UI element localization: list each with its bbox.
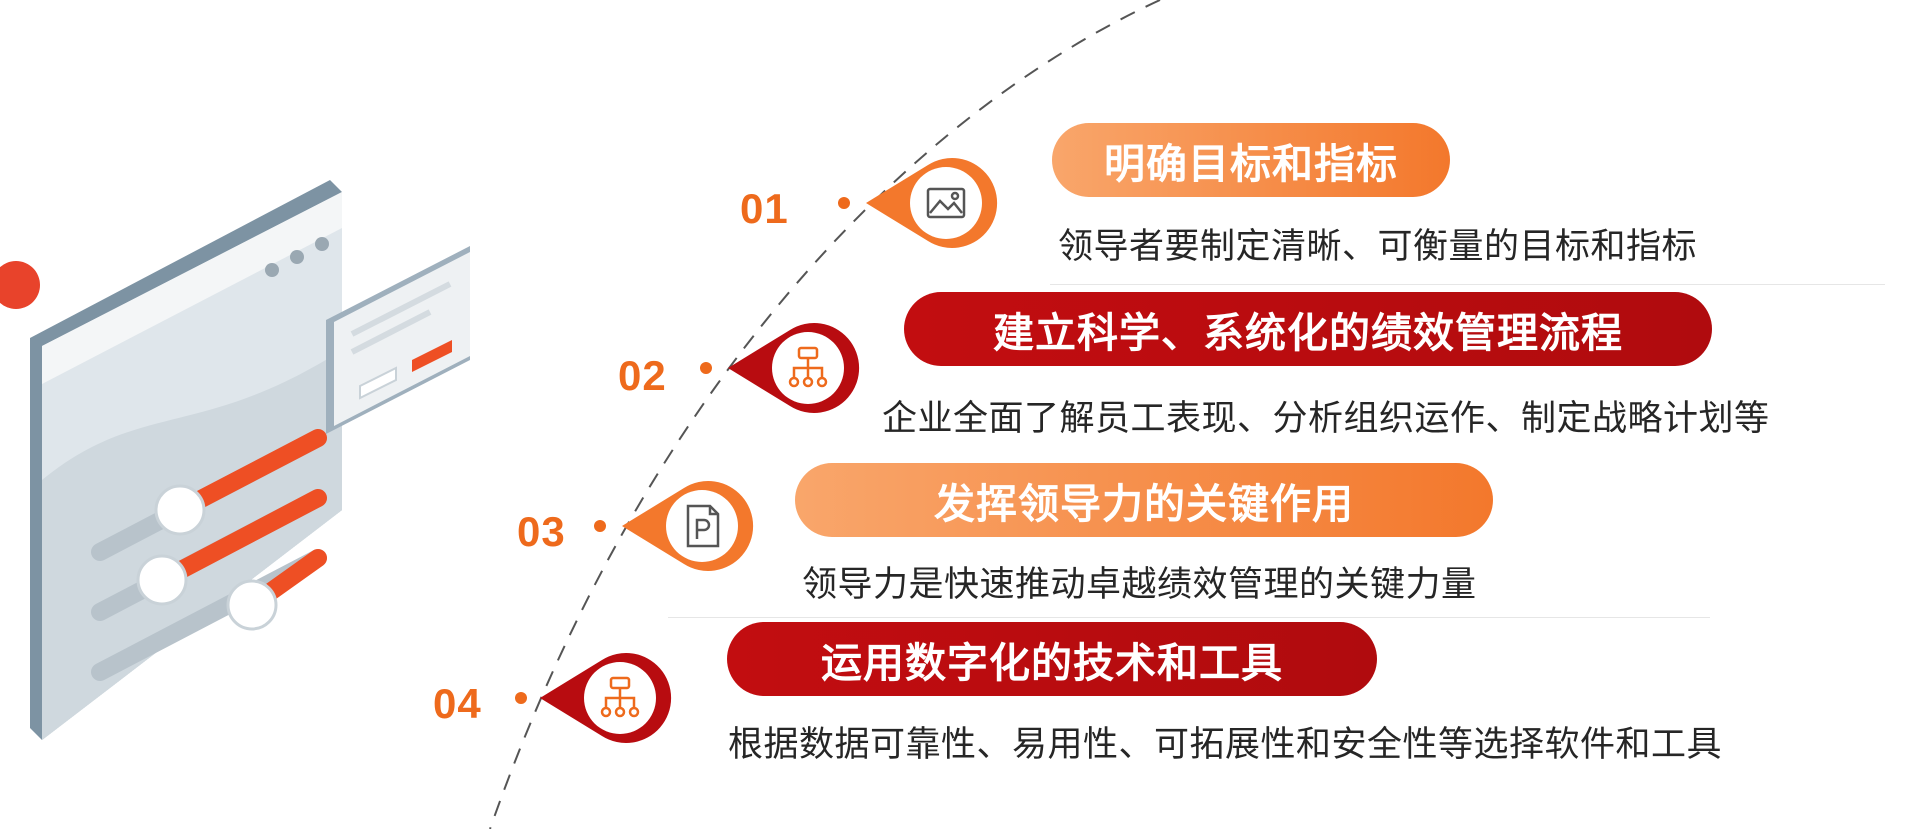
- step-number: 04: [433, 680, 482, 727]
- step-title: 发挥领导力的关键作用: [795, 463, 1493, 537]
- arc-dot: [515, 692, 527, 704]
- step-description: 领导者要制定清晰、可衡量的目标和指标: [1058, 227, 1698, 267]
- divider: [668, 617, 1710, 618]
- step-number: 02: [618, 352, 667, 399]
- step-description: 根据数据可靠性、易用性、可拓展性和安全性等选择软件和工具: [728, 725, 1723, 765]
- step-description: 企业全面了解员工表现、分析组织运作、制定战略计划等: [882, 399, 1770, 439]
- org-chart-icon: [600, 676, 640, 718]
- dashboard-illustration: [0, 180, 470, 740]
- step-number: 03: [517, 508, 566, 555]
- arc-dot: [594, 520, 606, 532]
- pin-marker: [728, 323, 860, 413]
- org-chart-icon: [788, 346, 828, 388]
- step-title: 明确目标和指标: [1052, 123, 1450, 197]
- document-p-icon: [686, 504, 720, 548]
- pin-marker: [622, 481, 754, 571]
- arc-dot: [838, 197, 850, 209]
- step-number: 01: [740, 185, 789, 232]
- divider: [1050, 284, 1885, 285]
- step-title: 运用数字化的技术和工具: [727, 622, 1377, 696]
- arc-dot: [700, 362, 712, 374]
- step-description: 领导力是快速推动卓越绩效管理的关键力量: [802, 565, 1477, 605]
- step-title: 建立科学、系统化的绩效管理流程: [904, 292, 1712, 366]
- pin-marker: [540, 653, 672, 743]
- pin-marker: [866, 158, 998, 248]
- image-icon: [926, 187, 966, 219]
